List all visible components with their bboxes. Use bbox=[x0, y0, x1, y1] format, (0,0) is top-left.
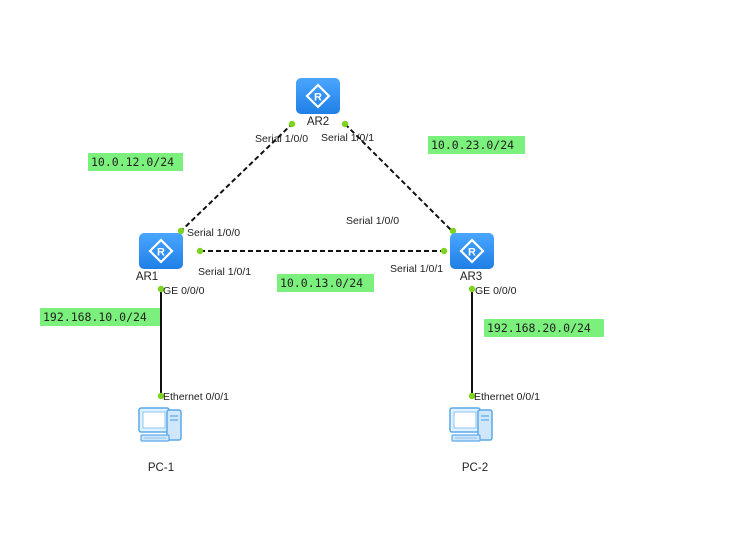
network-label: 192.168.10.0/24 bbox=[43, 310, 147, 324]
port-dot bbox=[468, 392, 476, 400]
port-label: Serial 1/0/1 bbox=[198, 266, 251, 278]
port-label: Serial 1/0/0 bbox=[255, 133, 308, 145]
port-dot bbox=[468, 285, 476, 293]
port-dot bbox=[157, 392, 165, 400]
port-dot bbox=[288, 120, 296, 128]
network-tag-ar1-ar3: 10.0.13.0/24 bbox=[277, 274, 374, 292]
device-label: PC-1 bbox=[148, 462, 174, 474]
port-dots bbox=[157, 120, 476, 400]
port-dot bbox=[440, 247, 448, 255]
pc-icon bbox=[449, 407, 493, 442]
link-ar2-ar3 bbox=[344, 123, 453, 232]
network-label: 192.168.20.0/24 bbox=[487, 321, 591, 335]
device-label: AR2 bbox=[307, 116, 329, 128]
network-label: 10.0.13.0/24 bbox=[280, 276, 363, 290]
router-ar2[interactable]: AR2 bbox=[296, 78, 340, 128]
router-ar3[interactable]: AR3 bbox=[450, 233, 494, 283]
link-ar1-ar2 bbox=[179, 123, 293, 233]
network-tag-lan1: 192.168.10.0/24 bbox=[40, 308, 160, 326]
router-ar1[interactable]: AR1 bbox=[136, 233, 183, 283]
network-tag-ar1-ar2: 10.0.12.0/24 bbox=[88, 153, 183, 171]
port-dot bbox=[449, 227, 457, 235]
network-tag-lan2: 192.168.20.0/24 bbox=[484, 319, 604, 337]
pc-1[interactable]: PC-1 bbox=[138, 407, 182, 474]
router-icon bbox=[139, 233, 183, 269]
pc-2[interactable]: PC-2 bbox=[449, 407, 493, 474]
router-icon bbox=[296, 78, 340, 114]
port-dot bbox=[157, 285, 165, 293]
network-label: 10.0.23.0/24 bbox=[431, 138, 514, 152]
port-label: Serial 1/0/1 bbox=[321, 132, 374, 144]
router-icon bbox=[450, 233, 494, 269]
device-label: AR1 bbox=[136, 271, 158, 283]
port-label: Serial 1/0/1 bbox=[390, 263, 443, 275]
port-label: Serial 1/0/0 bbox=[346, 215, 399, 227]
port-dot bbox=[341, 120, 349, 128]
network-tag-ar2-ar3: 10.0.23.0/24 bbox=[428, 136, 525, 154]
port-label: Serial 1/0/0 bbox=[187, 227, 240, 239]
port-dot bbox=[177, 227, 185, 235]
port-label: GE 0/0/0 bbox=[163, 285, 205, 297]
port-dot bbox=[196, 247, 204, 255]
network-label: 10.0.12.0/24 bbox=[91, 155, 174, 169]
port-label: GE 0/0/0 bbox=[475, 285, 517, 297]
pc-icon bbox=[138, 407, 182, 442]
device-label: PC-2 bbox=[462, 462, 488, 474]
device-label: AR3 bbox=[460, 271, 482, 283]
port-label: Ethernet 0/0/1 bbox=[163, 391, 229, 403]
port-label: Ethernet 0/0/1 bbox=[474, 391, 540, 403]
